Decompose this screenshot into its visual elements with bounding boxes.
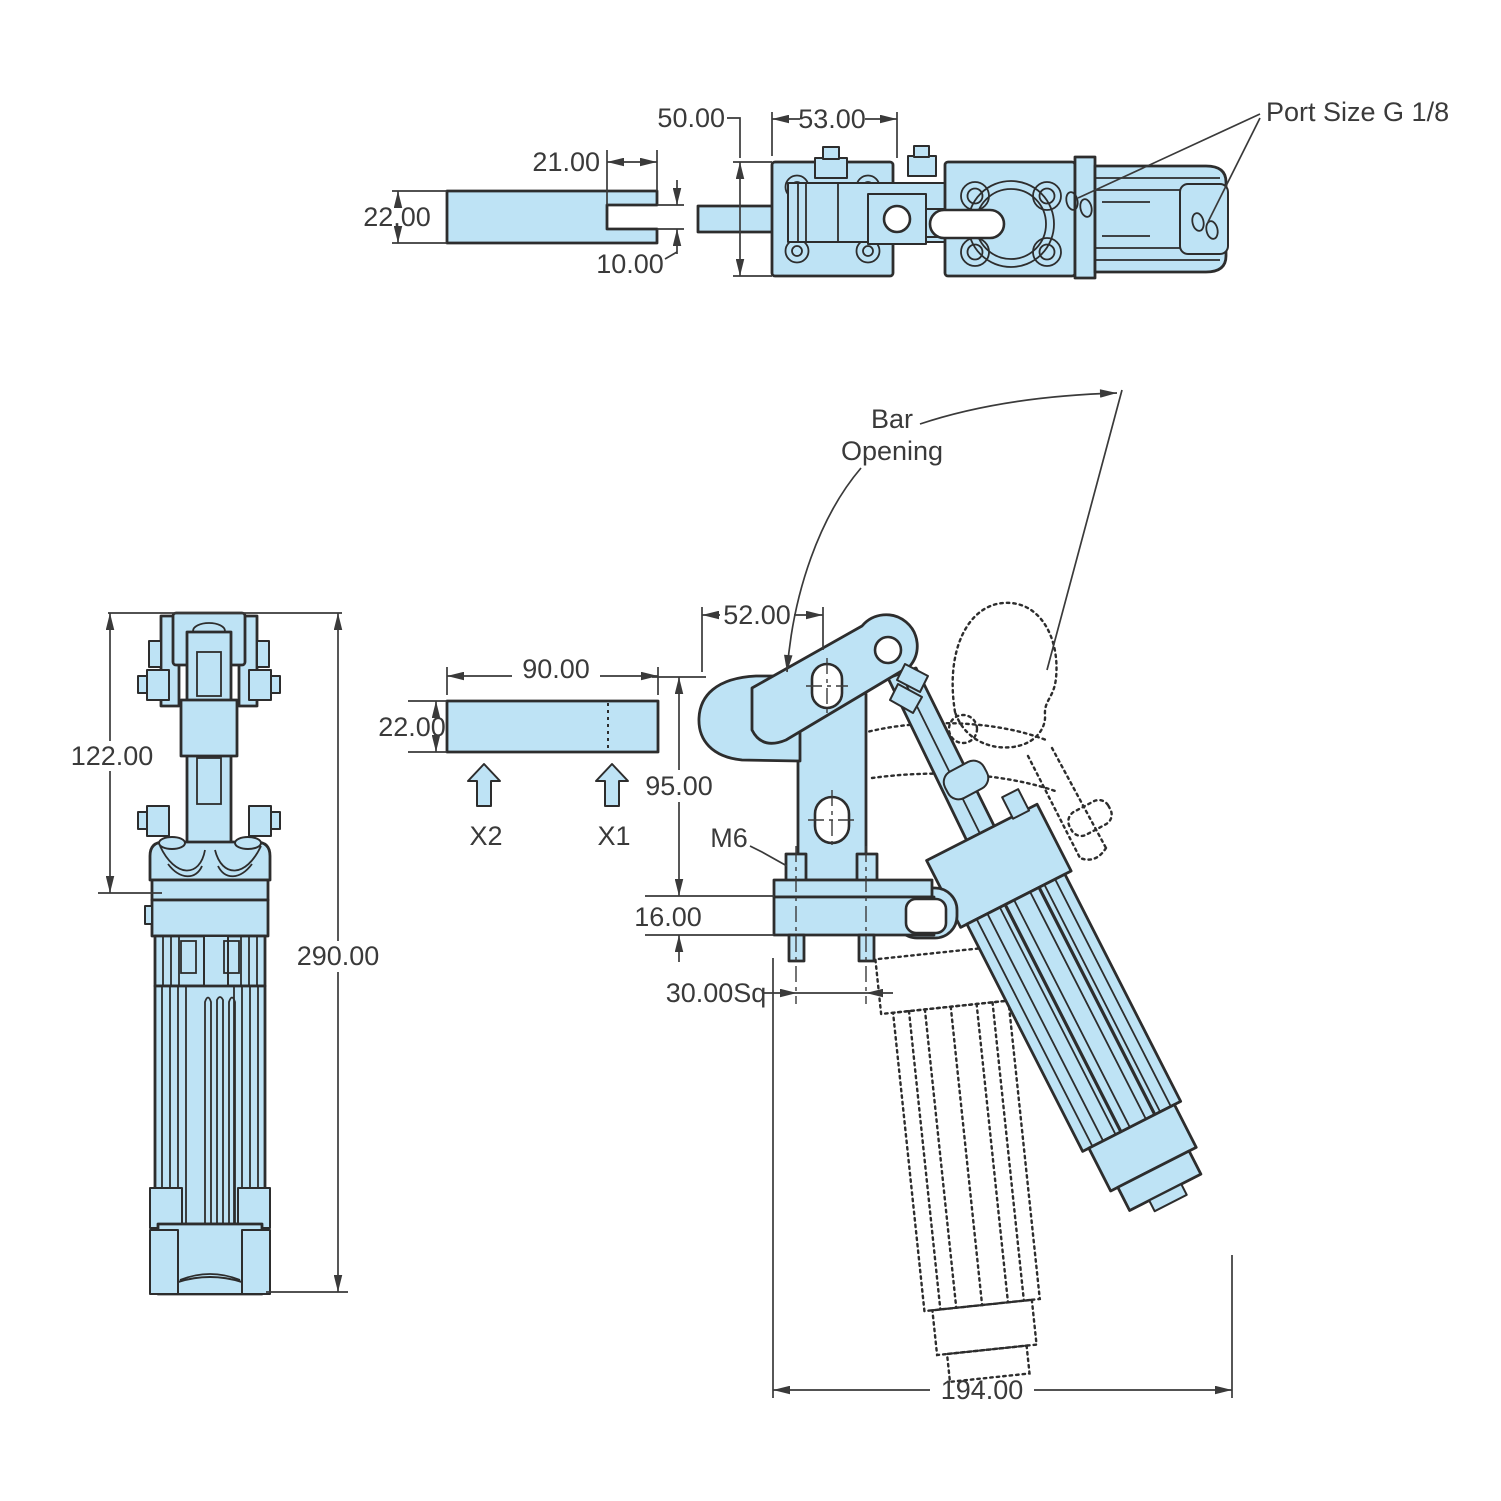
label-x1: X1	[597, 821, 630, 851]
mount-block-front	[150, 898, 270, 938]
dim-pad-offset: 52.00	[723, 600, 791, 630]
bolt-cap	[913, 145, 930, 158]
hex-bolt-cap	[270, 811, 281, 830]
spacer-plate	[1073, 155, 1097, 280]
cylinder-front	[153, 984, 267, 1226]
air-port	[1191, 212, 1205, 232]
air-port	[1065, 191, 1079, 211]
dim-plate-width: 53.00	[798, 104, 866, 134]
stud-m6	[855, 852, 879, 883]
hex-bolt-cap	[137, 811, 148, 830]
arm-nut	[889, 683, 923, 714]
dim-slot-width: 10.00	[596, 249, 664, 279]
bar-detail-view: 90.00 22.00 X2 X1	[378, 654, 660, 851]
pivot-pin	[256, 640, 270, 668]
label-bar-opening-1: Bar	[871, 404, 913, 434]
bolt-head	[907, 155, 937, 177]
hex-bolt	[146, 805, 170, 837]
bar-side-view: 21.00 22.00 10.00	[363, 147, 684, 279]
clamp-bar-slotted	[445, 189, 659, 245]
dim-base-height: 16.00	[634, 902, 702, 932]
press-arrow-x1-icon	[595, 763, 629, 807]
rod-bore	[928, 208, 1006, 240]
dim-slot-depth: 21.00	[532, 147, 600, 177]
front-view: 122.00 290.00	[71, 611, 380, 1296]
trunnion-hole	[904, 897, 948, 935]
hex-bolt	[146, 669, 170, 701]
hex-bolt-cap	[270, 675, 281, 694]
bolt-head	[814, 157, 848, 179]
flange-bump	[158, 836, 186, 850]
tube-clamp	[237, 1187, 271, 1229]
tube-clamp	[149, 1187, 183, 1229]
dim-bar-height: 22.00	[363, 202, 431, 232]
side-view: 52.00 95.00 16.00 M6 30.00Sq 194.00 Bar …	[634, 389, 1233, 1405]
base-column	[241, 1229, 271, 1295]
arm-nut	[896, 663, 929, 693]
hex-bolt	[248, 805, 272, 837]
base-cap	[177, 1276, 243, 1295]
dim-base-square: 30.00Sq	[666, 978, 767, 1008]
cylinder	[925, 788, 1203, 1213]
base-column	[149, 1229, 179, 1295]
foot-tab	[1148, 1183, 1188, 1213]
base-flange	[772, 878, 934, 899]
head-tab	[1001, 788, 1031, 820]
phantom-open-position	[861, 601, 1113, 1384]
bolt-cap	[822, 146, 840, 160]
label-x2: X2	[469, 821, 502, 851]
press-arrow-x2-icon	[467, 763, 501, 807]
label-bar-opening-2: Opening	[841, 436, 943, 466]
port-size-label: Port Size G 1/8	[1266, 97, 1449, 127]
dim-body-height: 95.00	[645, 771, 713, 801]
clamp-bar	[445, 699, 660, 754]
label-thread: M6	[710, 823, 748, 853]
dim-bar-detail-height: 22.00	[378, 712, 446, 742]
hex-bolt-cap	[137, 675, 148, 694]
dim-overall-width: 194.00	[941, 1375, 1024, 1405]
air-port	[1205, 220, 1219, 240]
hex-bolt	[248, 669, 272, 701]
dim-total-height: 290.00	[297, 941, 380, 971]
air-port	[1079, 198, 1093, 218]
dim-body-depth: 50.00	[657, 103, 725, 133]
dim-bar-length: 90.00	[522, 654, 590, 684]
block-tab	[144, 905, 153, 925]
link-boss	[942, 759, 990, 801]
link-block-front	[179, 698, 239, 758]
dim-upper-height: 122.00	[71, 741, 154, 771]
flange-band	[150, 878, 270, 902]
bar-end	[696, 204, 780, 234]
top-view: 50.00 53.00 Port Size G 1/8	[657, 97, 1449, 280]
pivot-pin	[148, 640, 162, 668]
flange-bump	[234, 836, 262, 850]
